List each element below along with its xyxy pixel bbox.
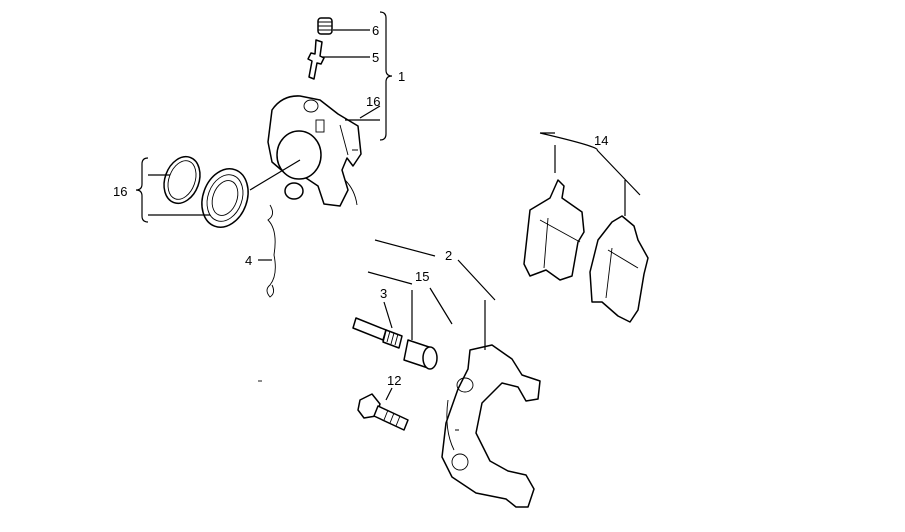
part-bleed-valve (307, 39, 325, 80)
part-piston-boot (201, 168, 249, 228)
part-caliper-carrier (441, 344, 541, 508)
part-brake-pad-inner (589, 215, 649, 323)
callout-14: 14 (594, 133, 608, 148)
callout-5: 5 (372, 50, 379, 65)
callout-2: 2 (445, 248, 452, 263)
callout-1: 1 (398, 69, 405, 84)
part-bleed-cap (317, 17, 333, 35)
callout-3: 3 (380, 286, 387, 301)
callout-16-left: 16 (113, 184, 127, 199)
leader-lines (135, 11, 641, 401)
callout-12: 12 (387, 373, 401, 388)
callout-4: 4 (245, 253, 252, 268)
part-seal-ring (163, 155, 201, 205)
part-caliper-housing (267, 95, 362, 207)
part-guide-pin (352, 317, 403, 349)
callout-16-top: 16 (366, 94, 380, 109)
part-bolt (357, 393, 409, 431)
callout-15: 15 (415, 269, 429, 284)
part-spring-clip (266, 204, 276, 298)
part-brake-pad-outer (523, 179, 585, 281)
callout-6: 6 (372, 23, 379, 38)
part-bushing (403, 339, 438, 370)
